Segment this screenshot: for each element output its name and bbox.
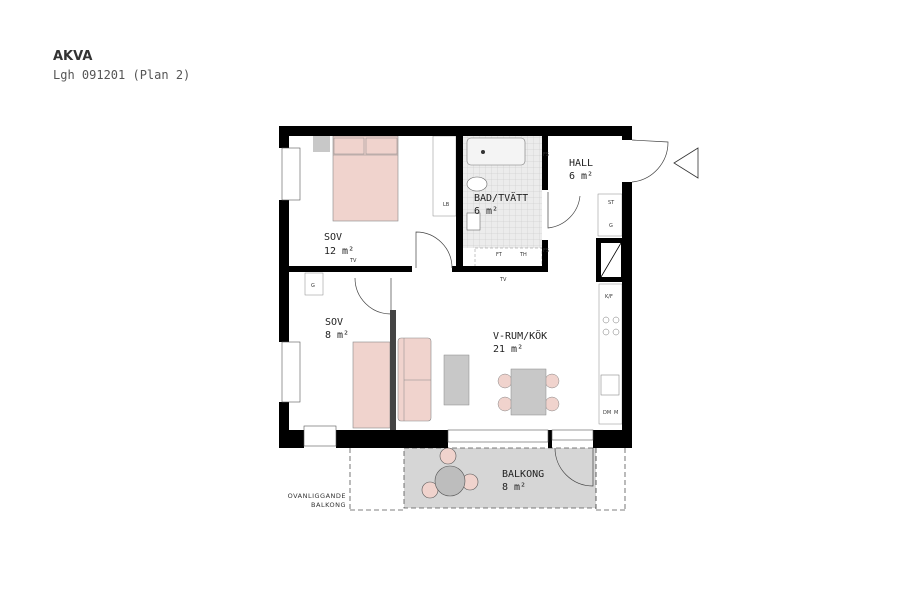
wardrobe-small [304,272,324,296]
walls [279,126,632,448]
double-bed [313,135,399,222]
note-line-1: OVANLIGGANDE [288,492,346,500]
th-label: TH [519,252,527,258]
room-area-sov-8: 8 m² [325,330,349,341]
dining-set [497,368,560,416]
balcony-area [349,447,626,511]
room-name-hall: HALL [569,158,593,169]
note-line-2: BALKONG [311,501,346,509]
balcony-table-set [421,447,479,499]
room-name-balkong: BALKONG [502,469,544,480]
fs-label: FS [543,152,549,158]
apartment-subtitle: Lgh 091201 (Plan 2) [53,68,191,82]
room-area-hall: 6 m² [569,171,593,182]
kf-label: K/F [605,294,613,300]
g-label: G [311,283,315,289]
st-label: ST [608,200,615,206]
doors[interactable] [354,139,669,487]
room-area-bad: 6 m² [474,206,498,217]
room-area-balkong: 8 m² [502,482,526,493]
coffee-table [443,354,470,406]
room-area-sov-12: 12 m² [324,246,354,257]
tv-label: TV [499,277,507,283]
room-name-vardagsrum: V-RUM/KÖK [493,329,547,342]
project-title: AKVA [53,49,93,64]
sofa [397,337,432,422]
washer-dryer [474,247,543,269]
tv-label: TV [349,258,357,264]
windows [281,147,594,447]
room-area-vardagsrum: 21 m² [493,344,523,355]
room-name-bad: BAD/TVÄTT [474,191,528,204]
lb-label: LB [443,202,450,208]
g-label: G [609,223,613,229]
bathroom-floor [463,136,543,269]
m-label: M [614,410,618,416]
hall-closet [597,193,623,237]
toilet [466,176,488,192]
kitchen-counter [598,283,623,425]
ft-label: FT [496,252,503,258]
sink [466,212,481,231]
dm-label: DM [603,410,611,416]
fs-label: FS [543,248,549,254]
room-name-sov-8: SOV [325,317,343,328]
entrance-arrow-icon [673,147,699,179]
bathtub [466,137,526,166]
single-bed [352,341,391,429]
room-name-sov-12: SOV [324,232,342,243]
